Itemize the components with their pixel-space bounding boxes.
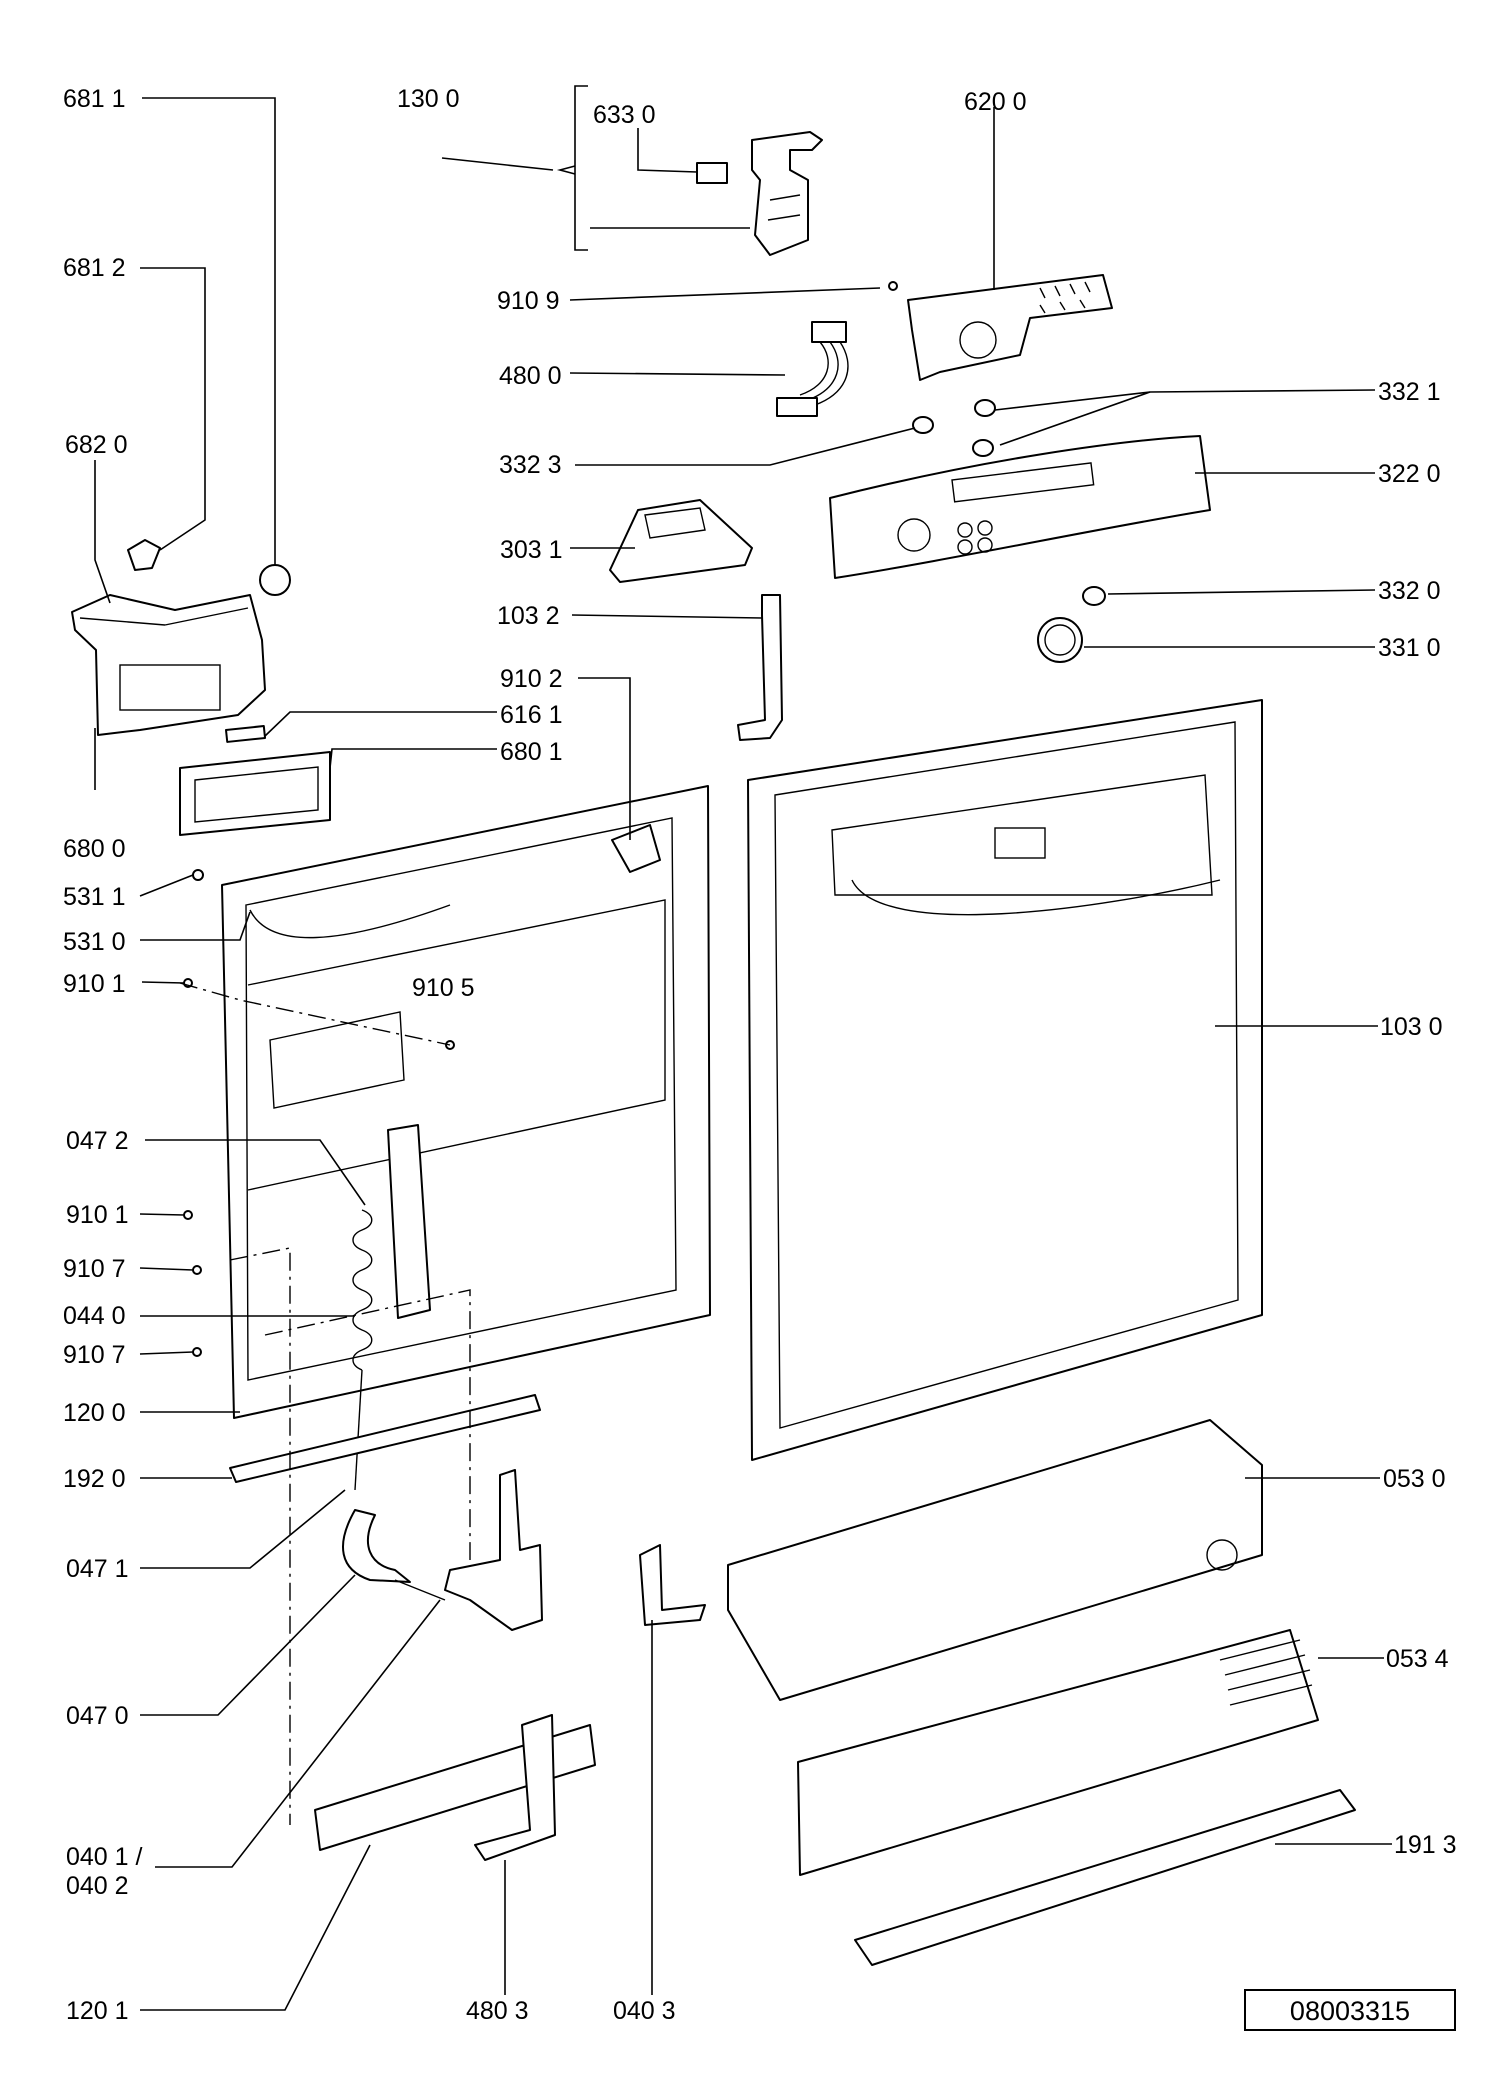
callout-040-3: 040 3 <box>613 1997 676 2025</box>
group-bracket <box>574 85 588 251</box>
part-616-1 <box>224 725 267 743</box>
callout-332-1: 332 1 <box>1378 378 1441 406</box>
part-480-3-bracket <box>474 1714 556 1861</box>
part-332-1-button <box>974 399 996 417</box>
callout-192-0: 192 0 <box>63 1465 126 1493</box>
part-680-1-gasket <box>179 751 331 836</box>
part-130-0-bracket <box>751 131 823 256</box>
callout-303-1: 303 1 <box>500 536 563 564</box>
part-044-0-spring <box>352 1209 373 1371</box>
callout-044-0: 044 0 <box>63 1302 126 1330</box>
callout-332-3: 332 3 <box>499 451 562 479</box>
callout-531-1: 531 1 <box>63 883 126 911</box>
leader-lines <box>94 97 1392 2011</box>
callout-910-5: 910 5 <box>412 974 475 1002</box>
callout-531-0: 531 0 <box>63 928 126 956</box>
parts-drawing <box>71 85 1356 1966</box>
callout-047-2: 047 2 <box>66 1127 129 1155</box>
part-103-0-outer-door <box>747 699 1263 1461</box>
part-910-2 <box>611 824 661 873</box>
callout-103-0: 103 0 <box>1380 1013 1443 1041</box>
callout-910-1-a: 910 1 <box>63 970 126 998</box>
part-681-2 <box>127 539 161 571</box>
part-120-0-inner-door <box>221 785 711 1419</box>
part-191-3-trim <box>854 1789 1356 1966</box>
callout-040-2: 040 2 <box>66 1872 129 1900</box>
part-053-0-toe-plate <box>727 1419 1263 1701</box>
callout-053-0: 053 0 <box>1383 1465 1446 1493</box>
callout-332-0: 332 0 <box>1378 577 1441 605</box>
part-hinge-plate <box>444 1469 543 1631</box>
part-910-9 <box>888 281 898 291</box>
callout-480-3: 480 3 <box>466 1997 529 2025</box>
part-620-0-board <box>907 274 1113 381</box>
callout-331-0: 331 0 <box>1378 634 1441 662</box>
part-910-7-b <box>192 1347 202 1357</box>
callout-910-9: 910 9 <box>497 287 560 315</box>
part-910-1-b <box>183 1210 193 1220</box>
callout-910-7-a: 910 7 <box>63 1255 126 1283</box>
part-040-3-bracket <box>639 1544 706 1626</box>
part-332-1-button-b <box>972 439 994 457</box>
callout-120-0: 120 0 <box>63 1399 126 1427</box>
callout-910-1-b: 910 1 <box>66 1201 129 1229</box>
callout-682-0: 682 0 <box>65 431 128 459</box>
callout-680-1: 680 1 <box>500 738 563 766</box>
callout-681-2: 681 2 <box>63 254 126 282</box>
document-number: 08003315 <box>1290 1996 1410 2026</box>
part-322-0-fascia <box>829 435 1211 579</box>
part-531-1 <box>192 869 204 881</box>
part-103-2-bracket <box>737 594 783 741</box>
callout-480-0: 480 0 <box>499 362 562 390</box>
part-332-3-button <box>912 416 934 434</box>
part-633-0 <box>696 162 728 184</box>
document-number-box: 08003315 <box>1244 1989 1456 2031</box>
callout-322-0: 322 0 <box>1378 460 1441 488</box>
callout-620-0: 620 0 <box>964 88 1027 116</box>
part-192-0-strip <box>229 1394 541 1483</box>
callout-680-0: 680 0 <box>63 835 126 863</box>
callout-633-0: 633 0 <box>593 101 656 129</box>
callout-130-0: 130 0 <box>397 85 460 113</box>
callout-681-1: 681 1 <box>63 85 126 113</box>
callout-labels: 681 1 130 0 633 0 620 0 681 2 910 9 480 … <box>63 85 1457 2025</box>
part-303-1-handle <box>609 499 753 583</box>
callout-047-1: 047 1 <box>66 1555 129 1583</box>
callout-040-1: 040 1 / <box>66 1843 143 1871</box>
callout-053-4: 053 4 <box>1386 1645 1449 1673</box>
callout-103-2: 103 2 <box>497 602 560 630</box>
callout-616-1: 616 1 <box>500 701 563 729</box>
part-681-1 <box>259 564 291 596</box>
callout-910-7-b: 910 7 <box>63 1341 126 1369</box>
callout-191-3: 191 3 <box>1394 1831 1457 1859</box>
callout-120-1: 120 1 <box>66 1997 129 2025</box>
part-047-0-hinge <box>342 1509 411 1583</box>
part-480-0-harness <box>811 321 847 343</box>
part-910-7-a <box>192 1265 202 1275</box>
part-332-0-spacer <box>1082 586 1106 606</box>
part-053-4-kickplate <box>797 1629 1319 1876</box>
callout-047-0: 047 0 <box>66 1702 129 1730</box>
callout-910-2: 910 2 <box>500 665 563 693</box>
part-channel <box>387 1124 431 1319</box>
